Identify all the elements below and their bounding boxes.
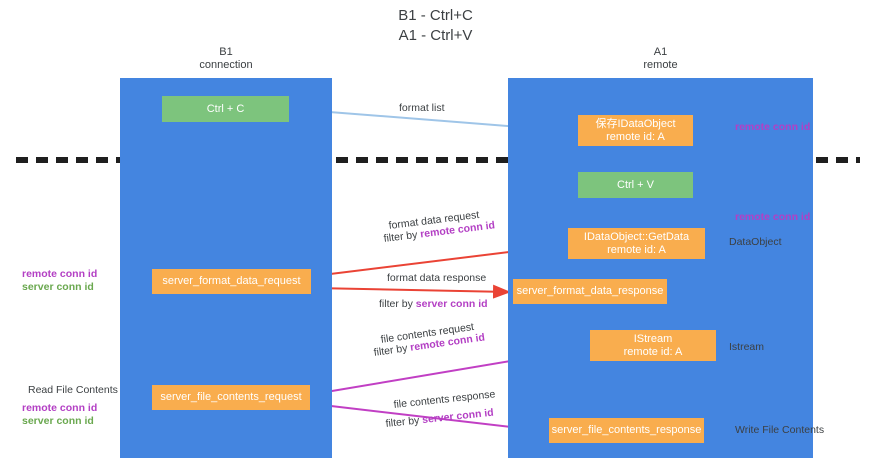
label-format-list: format list bbox=[399, 102, 445, 114]
label-file-contents-response-filter-prefix: filter by bbox=[385, 414, 423, 430]
box-ctrl-v-label: Ctrl + V bbox=[617, 178, 654, 191]
box-server-format-data-response-label: server_format_data_response bbox=[516, 285, 664, 297]
label-format-data-response-filter: filter by server conn id bbox=[379, 298, 488, 311]
annotation-read-file-contents: Read File Contents bbox=[28, 384, 118, 396]
box-server-file-contents-request-label: server_file_contents_request bbox=[160, 391, 302, 403]
label-format-data-response: format data response bbox=[387, 272, 487, 284]
annotation-left-remote-conn-id-bottom: remote conn id bbox=[22, 402, 98, 414]
box-istream-line2: remote id: A bbox=[623, 345, 683, 358]
arrow-format-data-response bbox=[313, 284, 511, 299]
annotation-remote-conn-id-mid: remote conn id bbox=[735, 211, 811, 223]
box-server-file-contents-request[interactable]: server_file_contents_request bbox=[152, 385, 310, 410]
box-save-idataobject-line2: remote id: A bbox=[606, 130, 665, 143]
box-server-file-contents-response-label: server_file_contents_response bbox=[551, 424, 702, 436]
lane-header-b1: B1 connection bbox=[120, 46, 332, 72]
box-save-idataobject-line1: 保存IDataObject bbox=[595, 117, 676, 130]
box-ctrl-c-label: Ctrl + C bbox=[206, 102, 245, 115]
box-ctrl-v[interactable]: Ctrl + V bbox=[578, 172, 693, 198]
arrow-file-contents-response bbox=[313, 403, 547, 437]
annotation-istream: Istream bbox=[729, 341, 765, 353]
page-title: B1 - Ctrl+C A1 - Ctrl+V bbox=[0, 6, 871, 46]
box-istream-line1: IStream bbox=[633, 332, 673, 345]
label-format-data-response-filter-key: server conn id bbox=[415, 298, 488, 310]
box-save-idataobject[interactable]: 保存IDataObject remote id: A bbox=[578, 115, 693, 146]
lane-header-a1-name: A1 bbox=[653, 46, 668, 58]
lane-header-a1: A1 remote bbox=[508, 46, 813, 72]
title-line-2: A1 - Ctrl+V bbox=[398, 27, 473, 44]
box-ctrl-c[interactable]: Ctrl + C bbox=[162, 96, 289, 122]
box-server-format-data-response[interactable]: server_format_data_response bbox=[513, 279, 667, 304]
title-line-1: B1 - Ctrl+C bbox=[398, 7, 473, 24]
box-idataobject-getdata-line2: remote id: A bbox=[607, 243, 666, 256]
annotation-left-remote-conn-id-mid: remote conn id bbox=[22, 268, 98, 280]
annotation-write-file-contents: Write File Contents bbox=[735, 424, 825, 436]
lane-header-a1-role: remote bbox=[643, 59, 678, 71]
lane-header-b1-name: B1 bbox=[219, 46, 233, 58]
lane-header-b1-role: connection bbox=[199, 59, 253, 71]
annotation-left-conn-ids-bottom: remote conn id server conn id bbox=[22, 402, 97, 428]
annotation-remote-conn-id-top: remote conn id bbox=[735, 121, 811, 133]
box-server-format-data-request-label: server_format_data_request bbox=[162, 275, 301, 287]
box-server-file-contents-response[interactable]: server_file_contents_response bbox=[549, 418, 704, 443]
box-server-format-data-request[interactable]: server_format_data_request bbox=[152, 269, 311, 294]
box-idataobject-getdata-line1: IDataObject::GetData bbox=[583, 230, 690, 243]
annotation-left-server-conn-id-bottom: server conn id bbox=[22, 415, 94, 427]
annotation-left-conn-ids-mid: remote conn id server conn id bbox=[22, 268, 97, 294]
annotation-left-server-conn-id-mid: server conn id bbox=[22, 281, 94, 293]
box-istream[interactable]: IStream remote id: A bbox=[590, 330, 716, 361]
annotation-dataobject: DataObject bbox=[729, 236, 782, 248]
box-idataobject-getdata[interactable]: IDataObject::GetData remote id: A bbox=[568, 228, 705, 259]
label-format-data-response-filter-prefix: filter by bbox=[379, 298, 416, 310]
